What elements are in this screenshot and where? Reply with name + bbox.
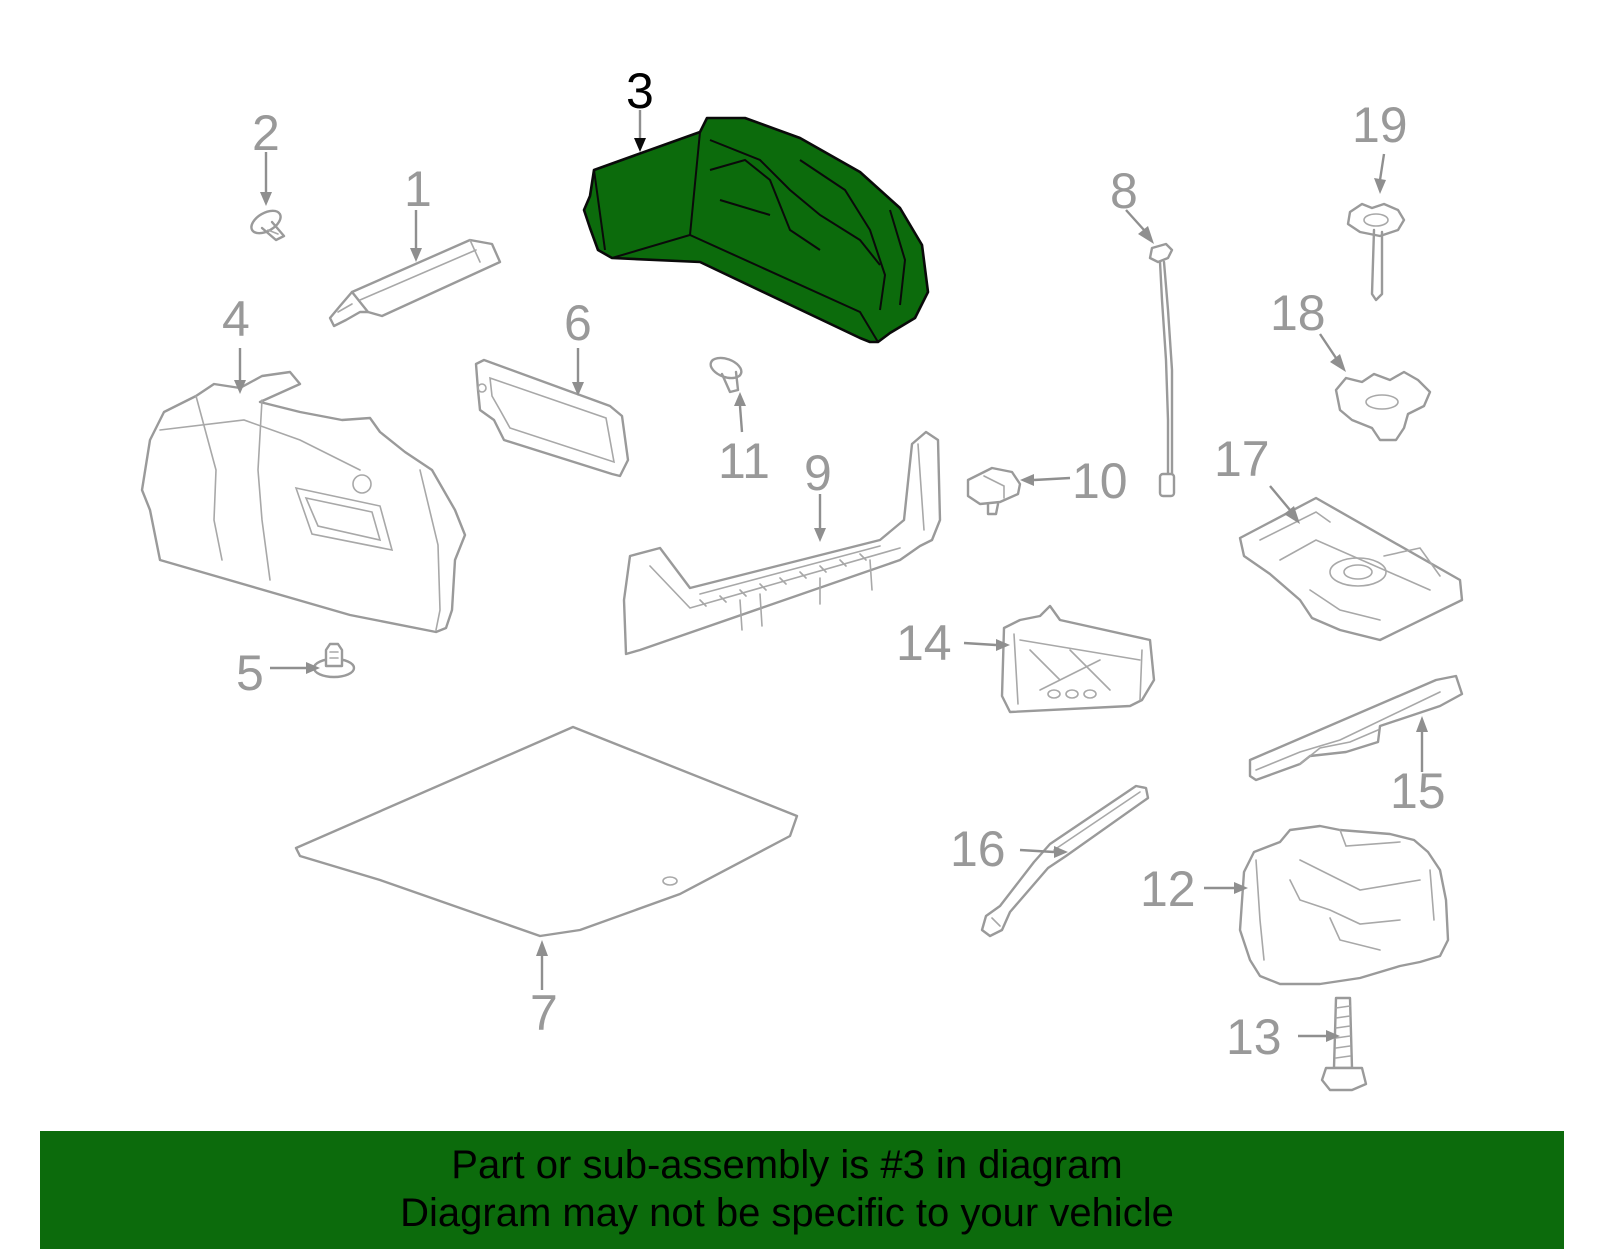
- part-12-storage-tub[interactable]: [1238, 824, 1450, 986]
- callout-2: 2: [252, 105, 280, 161]
- callout-6: 6: [564, 295, 592, 351]
- callout-3: 3: [626, 63, 654, 119]
- callout-11: 11: [718, 433, 770, 489]
- callout-12: 12: [1140, 861, 1196, 917]
- banner-line-2: Diagram may not be specific to your vehi…: [400, 1191, 1174, 1235]
- callout-7: 7: [530, 985, 558, 1041]
- part-10-clip[interactable]: [966, 466, 1022, 516]
- callout-14: 14: [896, 615, 952, 671]
- part-2-push-pin[interactable]: [248, 206, 286, 242]
- callout-15: 15: [1390, 763, 1446, 819]
- callout-labels: 1 2 3 4 5 6 7 8 9 10 11 12 13 14 15 16 1…: [222, 63, 1446, 1065]
- part-6-cover[interactable]: [474, 358, 630, 478]
- part-4-side-trim-panel[interactable]: [140, 370, 467, 634]
- callout-10: 10: [1072, 453, 1128, 509]
- info-banner: Part or sub-assembly is #3 in diagram Di…: [40, 1131, 1564, 1249]
- part-17-tray[interactable]: [1238, 496, 1464, 642]
- callout-18: 18: [1270, 285, 1326, 341]
- part-5-clip[interactable]: [312, 642, 356, 679]
- callout-17: 17: [1214, 431, 1270, 487]
- part-9-sill-trim[interactable]: [622, 430, 942, 656]
- part-16-wrench[interactable]: [980, 784, 1150, 938]
- part-1-bracket[interactable]: [328, 238, 502, 328]
- part-3-highlighted[interactable]: [582, 116, 930, 344]
- callout-5: 5: [236, 645, 264, 701]
- callout-8: 8: [1110, 163, 1138, 219]
- part-7-floor-mat[interactable]: [294, 725, 799, 938]
- part-18-wing-nut[interactable]: [1334, 370, 1432, 442]
- callout-1: 1: [404, 161, 432, 217]
- part-15-jack[interactable]: [1248, 674, 1464, 782]
- part-13-bolt[interactable]: [1320, 996, 1368, 1092]
- callout-4: 4: [222, 291, 250, 347]
- leader-arrows: [234, 110, 1428, 1042]
- callout-16: 16: [950, 821, 1006, 877]
- banner-line-1: Part or sub-assembly is #3 in diagram: [451, 1143, 1123, 1187]
- part-14-bracket-assembly[interactable]: [1000, 604, 1156, 714]
- callout-13: 13: [1226, 1009, 1282, 1065]
- callout-19: 19: [1352, 97, 1408, 153]
- part-8-cable[interactable]: [1148, 242, 1176, 498]
- callout-9: 9: [804, 445, 832, 501]
- part-19-wing-bolt[interactable]: [1346, 202, 1406, 302]
- part-11-push-pin[interactable]: [708, 354, 744, 394]
